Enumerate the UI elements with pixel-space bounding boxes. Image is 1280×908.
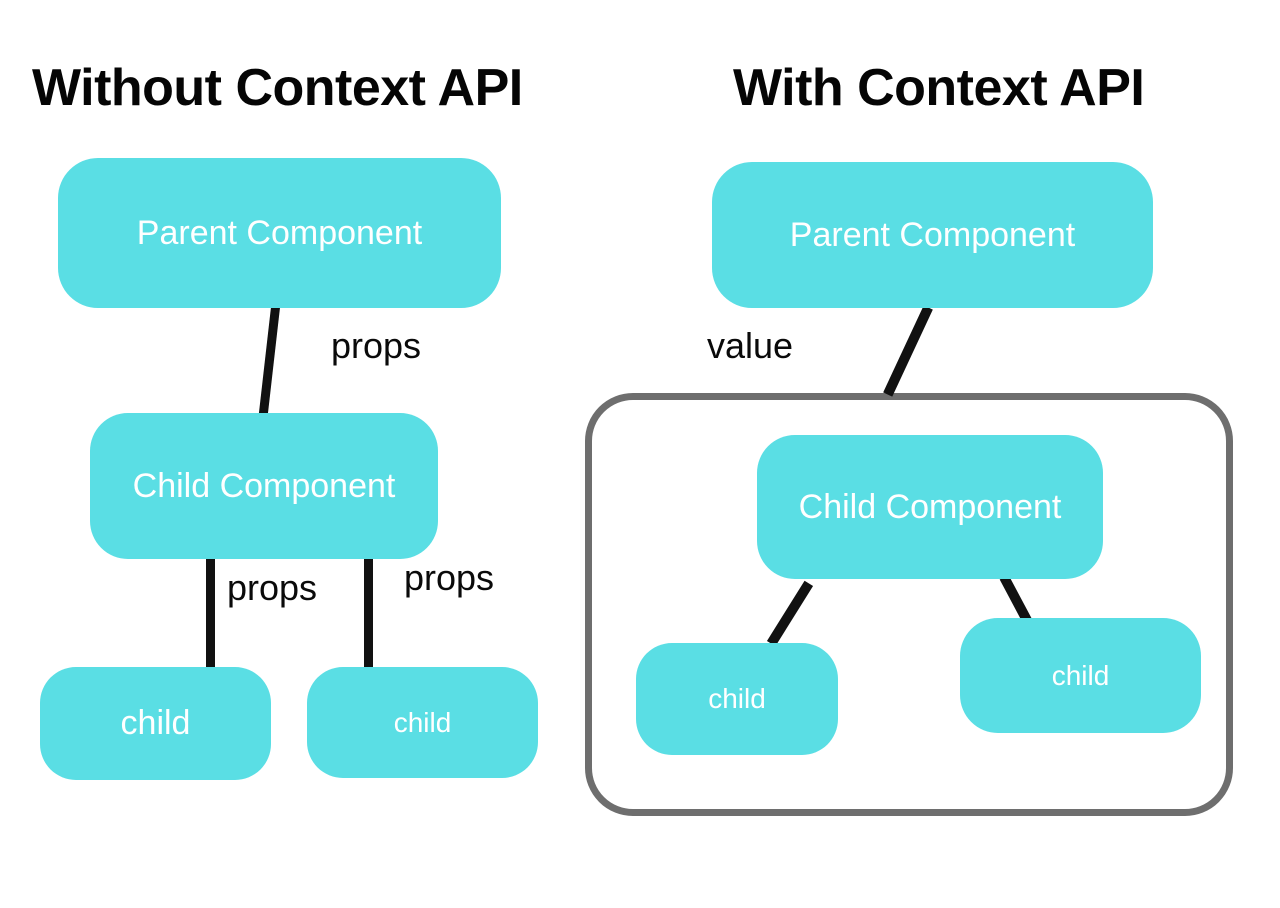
node-label: Child Component: [132, 466, 396, 505]
node-grandchild-1-right[interactable]: child: [636, 643, 838, 755]
node-child-component-right[interactable]: Child Component: [757, 435, 1103, 579]
node-label: child: [708, 683, 766, 714]
left-panel-title: Without Context API: [32, 59, 523, 117]
node-label: Child Component: [798, 487, 1062, 526]
context-provider-boundary: [585, 393, 1233, 816]
node-label: child: [393, 706, 452, 738]
edge-child-to-grandchild2-left: [364, 556, 373, 671]
right-panel-title: With Context API: [733, 59, 1145, 117]
node-child-component-left[interactable]: Child Component: [90, 413, 438, 559]
node-label: child: [120, 704, 191, 742]
edge-label-props-parent-child: props: [331, 325, 422, 366]
node-grandchild-2-left[interactable]: child: [307, 667, 538, 778]
edge-parent-to-child-left: [258, 304, 281, 416]
edge-label-props-child-grandchild1: props: [227, 567, 318, 608]
edge-label-props-child-grandchild2: props: [404, 557, 495, 598]
node-label: Parent Component: [136, 213, 423, 252]
node-grandchild-1-left[interactable]: child: [40, 667, 271, 780]
node-parent-component-right[interactable]: Parent Component: [712, 162, 1153, 308]
edge-child-to-grandchild1-left: [206, 556, 215, 671]
node-parent-component-left[interactable]: Parent Component: [58, 158, 501, 308]
node-label: Parent Component: [789, 215, 1076, 254]
node-grandchild-2-right[interactable]: child: [960, 618, 1201, 733]
edge-label-value: value: [707, 325, 794, 366]
node-label: child: [1051, 659, 1110, 691]
edge-parent-to-provider-right: [883, 305, 933, 397]
